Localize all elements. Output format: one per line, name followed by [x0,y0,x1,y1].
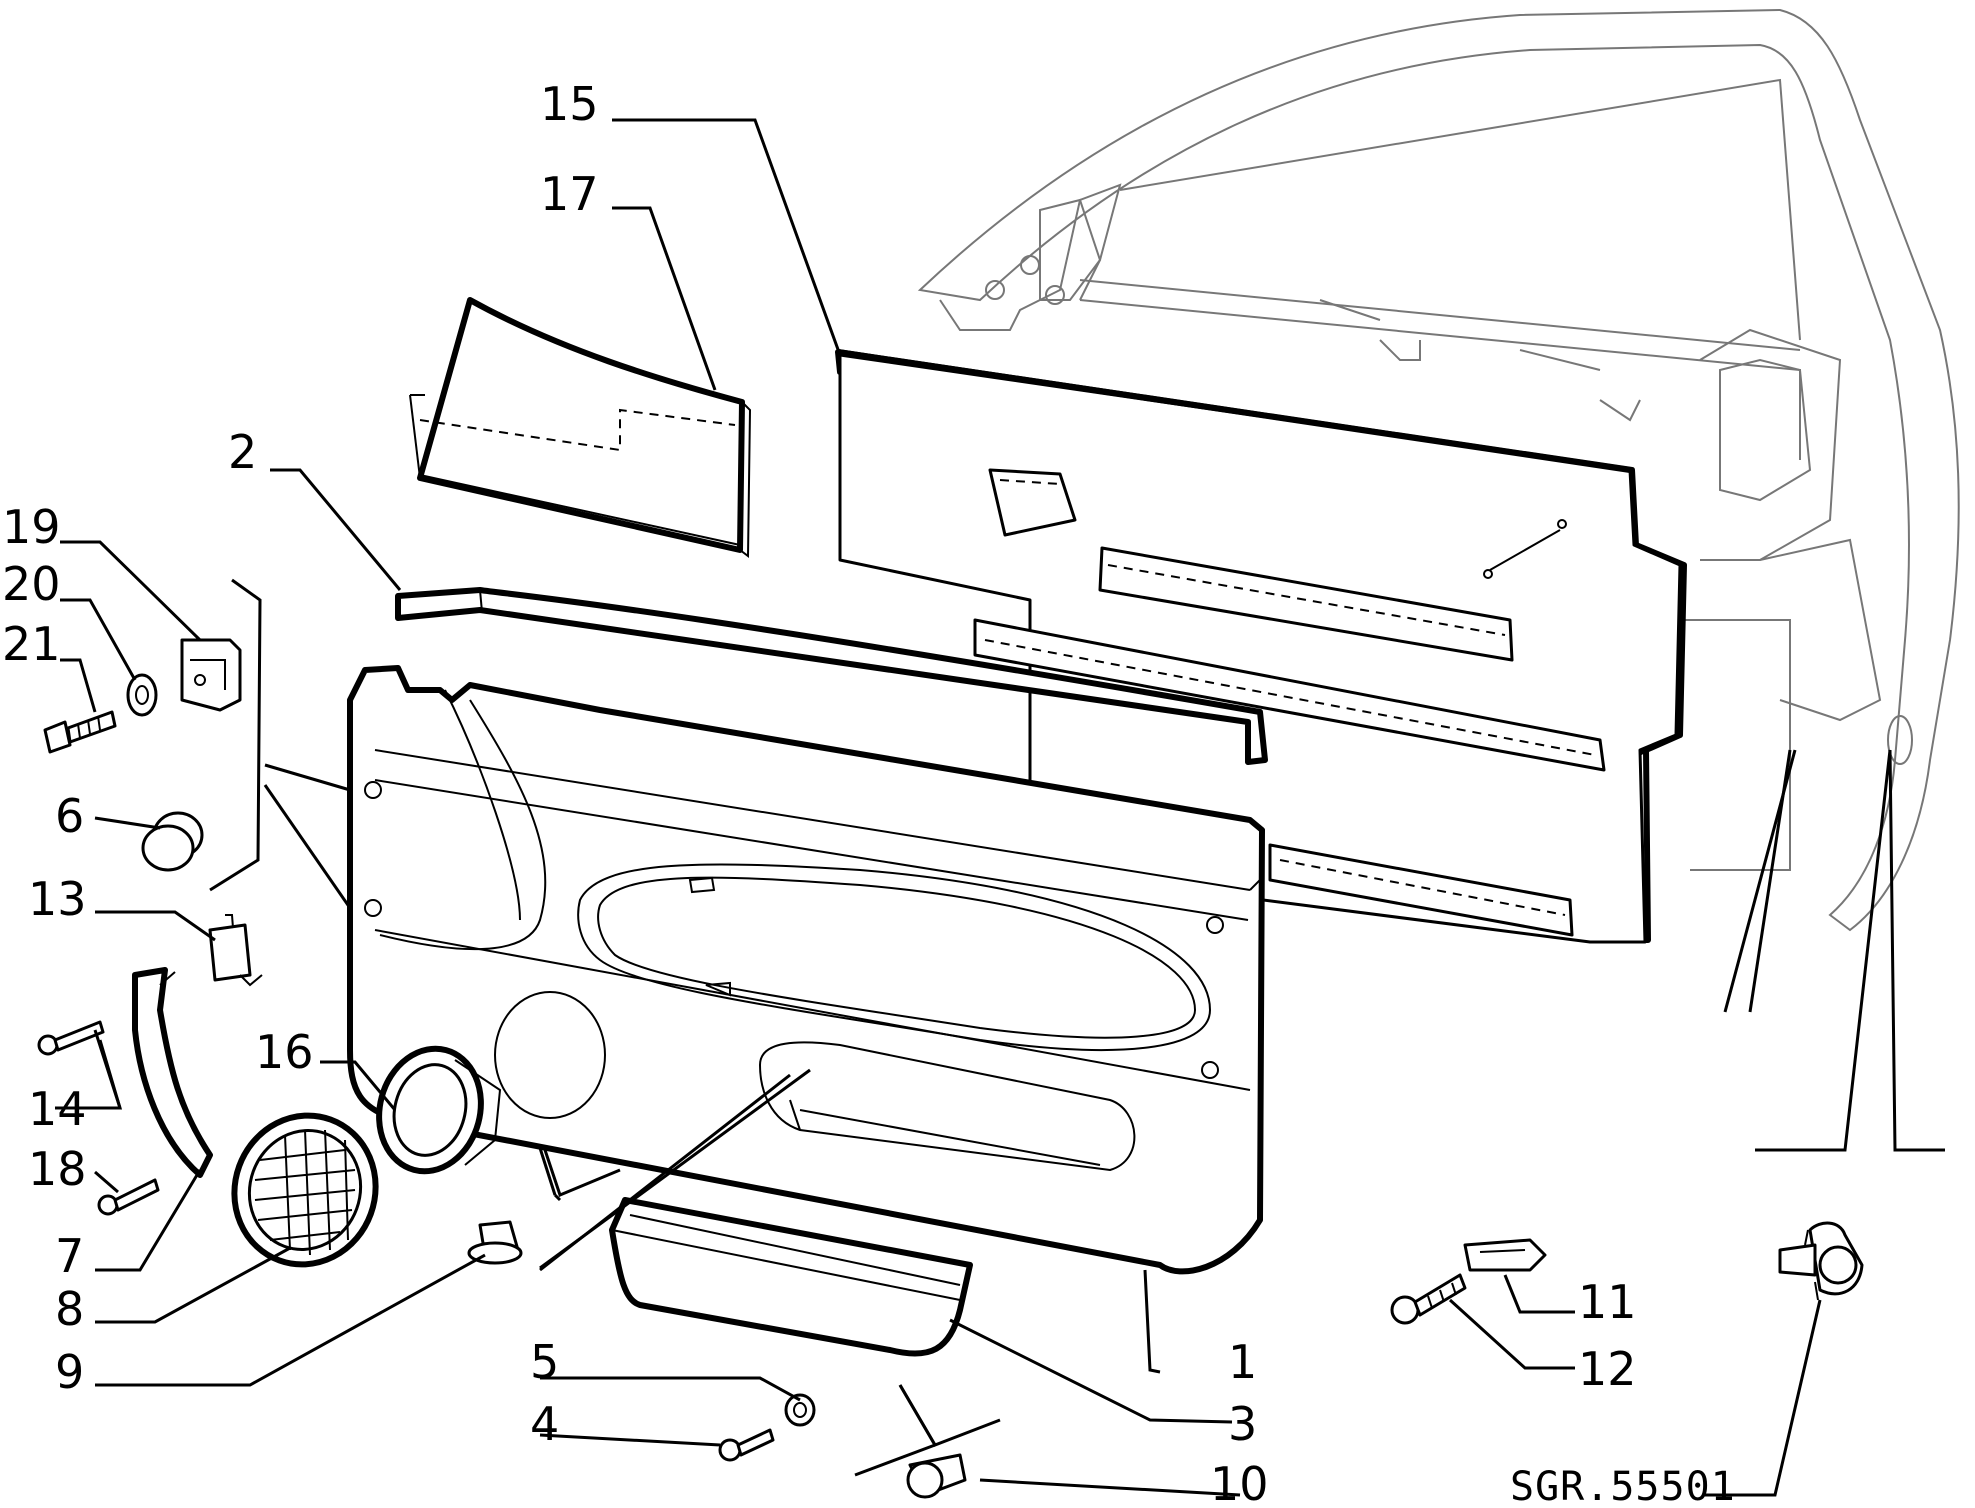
part-3-pocket-tray [609,1197,973,1357]
part-1-door-trim-panel [347,665,1265,1275]
part-16-speaker-ring [376,1045,502,1175]
callout-10: 10 [1210,1457,1269,1508]
callout-21: 21 [2,617,61,671]
part-20-washer [126,673,158,717]
callout-19: 19 [2,500,61,554]
part-19-clip [180,638,242,712]
callout-2: 2 [228,425,257,479]
callout-5: 5 [530,1335,559,1389]
part-5-nut [784,1393,816,1427]
part-18-screw [97,1178,160,1216]
part-8-speaker-grille [231,1112,379,1268]
callout-3: 3 [1228,1397,1257,1451]
callout-7: 7 [55,1229,84,1283]
car-body-outline [917,8,1960,932]
part-10-pushpin [906,1453,967,1499]
callout-13: 13 [28,872,87,926]
part-17-upper-panel [409,297,752,558]
part-13-bracket [208,914,263,987]
callout-6: 6 [55,789,84,843]
part-2-trim-strip [395,587,1268,765]
callout-14: 14 [28,1082,87,1136]
callout-18: 18 [28,1142,87,1196]
part-6-plug [141,811,204,872]
door-light-switch [1778,1221,1864,1301]
leader-lines [55,118,1945,1497]
callout-1: 1 [1228,1335,1257,1389]
callout-15: 15 [540,77,599,131]
callout-numbers: 15 17 2 19 20 21 6 13 16 14 18 7 8 9 5 4… [2,77,1736,1508]
callout-9: 9 [55,1345,84,1399]
callout-20: 20 [2,557,61,611]
drawing-reference: SGR.55501 [1510,1464,1736,1508]
part-4-screw [718,1428,775,1462]
part-14-screw [37,1020,105,1056]
callout-11: 11 [1578,1275,1637,1329]
callout-4: 4 [530,1397,559,1451]
part-21-screw [43,710,117,754]
callout-16: 16 [255,1025,314,1079]
part-12-screw [1390,1273,1467,1325]
callout-12: 12 [1578,1342,1637,1396]
callout-8: 8 [55,1282,84,1336]
part-9-cap [467,1220,523,1265]
part-11-clip [1463,1238,1547,1272]
callout-17: 17 [540,167,599,221]
part-7-armrest-strip [132,967,213,1178]
